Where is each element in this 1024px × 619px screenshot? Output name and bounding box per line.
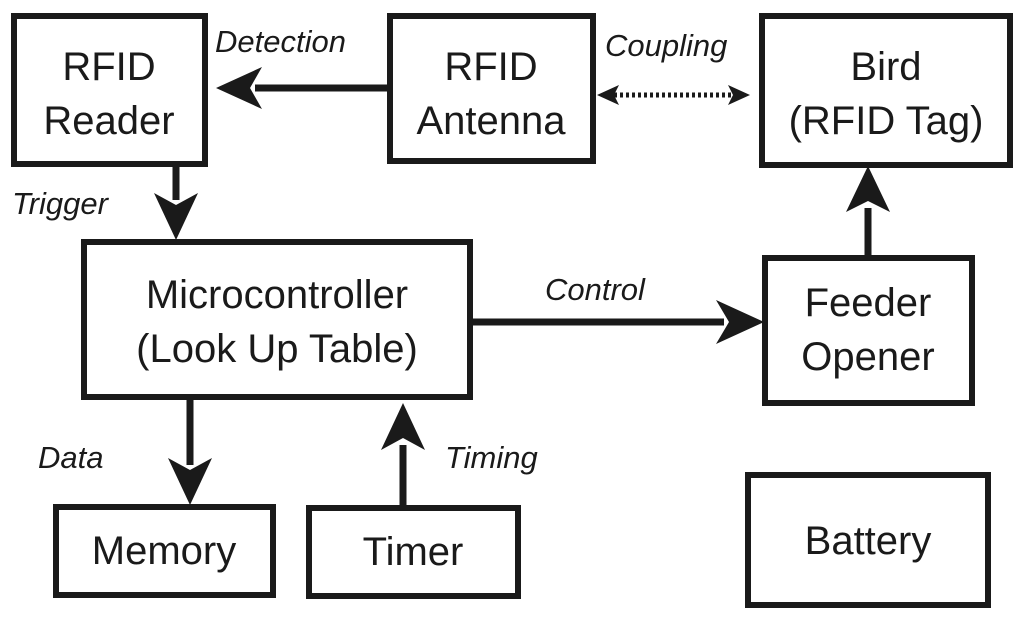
feeder-opener-box: Feeder Opener: [762, 255, 975, 406]
rfid-reader-label-line1: RFID: [62, 45, 155, 89]
data-arrow: [168, 397, 212, 505]
data-edge-label: Data: [38, 440, 103, 475]
coupling-edge-label: Coupling: [605, 28, 727, 63]
trigger-edge-label: Trigger: [12, 186, 110, 221]
microcontroller-label-line1: Microcontroller: [146, 273, 408, 317]
battery-label: Battery: [805, 519, 932, 563]
coupling-arrow: [597, 85, 750, 105]
rfid-reader-label-line2: Reader: [43, 99, 174, 143]
feeder-to-bird-arrow: [846, 166, 890, 258]
feeder-opener-label-line2: Opener: [801, 335, 934, 379]
rfid-antenna-box: RFID Antenna: [387, 13, 596, 164]
microcontroller-box: Microcontroller (Look Up Table): [81, 239, 473, 400]
memory-label: Memory: [92, 529, 236, 573]
detection-arrow: [216, 67, 390, 109]
rfid-reader-box: RFID Reader: [11, 13, 208, 167]
microcontroller-label-line2: (Look Up Table): [136, 327, 418, 371]
timer-label: Timer: [363, 530, 464, 574]
bird-label-line2: (RFID Tag): [789, 99, 984, 143]
bird-box: Bird (RFID Tag): [759, 13, 1013, 168]
control-edge-label: Control: [545, 272, 646, 307]
rfid-antenna-label-line2: Antenna: [416, 99, 566, 143]
control-arrow: [470, 300, 764, 344]
battery-box: Battery: [745, 472, 991, 608]
feeder-opener-label-line1: Feeder: [805, 281, 932, 325]
timer-box: Timer: [306, 505, 521, 599]
memory-box: Memory: [53, 504, 276, 598]
trigger-arrow: [154, 164, 198, 240]
bird-label-line1: Bird: [850, 45, 921, 89]
timing-arrow: [381, 403, 425, 508]
detection-edge-label: Detection: [215, 24, 346, 59]
timing-edge-label: Timing: [445, 440, 538, 475]
rfid-antenna-label-line1: RFID: [444, 45, 537, 89]
